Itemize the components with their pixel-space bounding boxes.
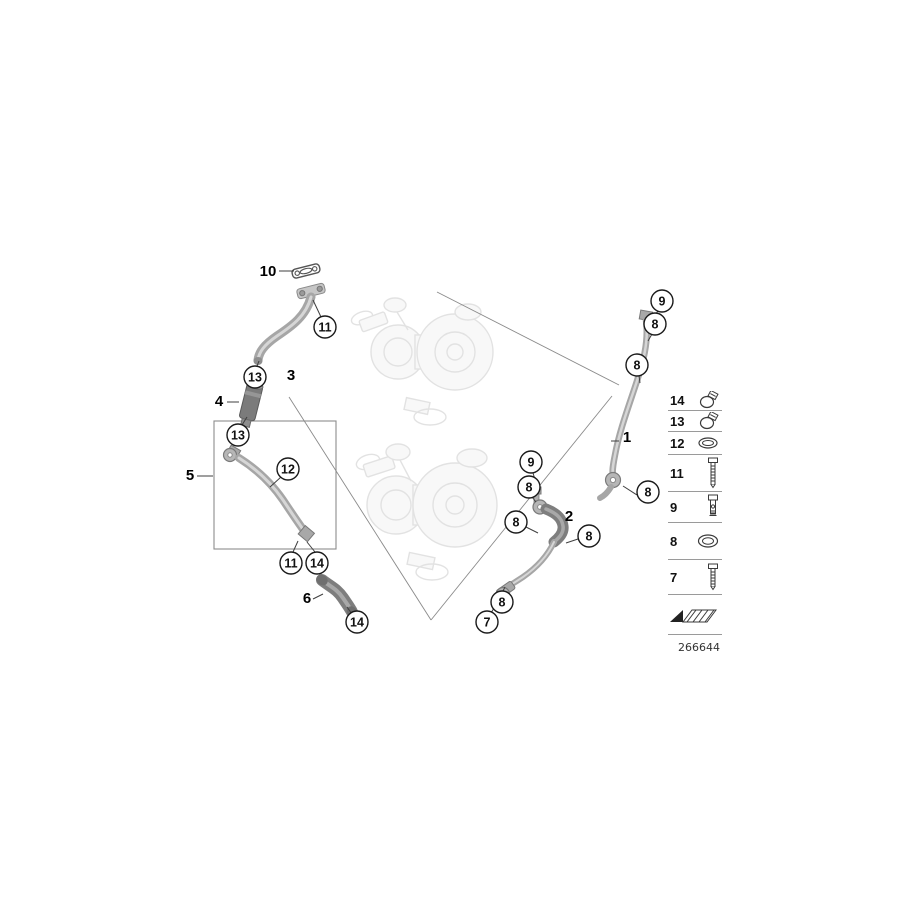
part-5-group-box xyxy=(213,420,337,550)
svg-text:8: 8 xyxy=(513,515,520,529)
callout-8[interactable]: 8 xyxy=(490,590,514,614)
callout-8[interactable]: 8 xyxy=(577,524,601,548)
legend-number: 9 xyxy=(670,499,678,515)
callout-9[interactable]: 9 xyxy=(519,450,543,474)
hex-bolt-icon xyxy=(706,563,720,591)
hose-clamp-icon xyxy=(698,412,720,430)
hollow-screw-icon xyxy=(706,494,720,520)
legend-row-9: 9 xyxy=(668,492,722,523)
legend-row-12: 12 xyxy=(668,432,722,455)
callout-14[interactable]: 14 xyxy=(305,551,329,575)
svg-text:14: 14 xyxy=(310,556,324,570)
callout-13[interactable]: 13 xyxy=(243,365,267,389)
legend-number: 12 xyxy=(670,435,685,451)
sealing-compound-icon xyxy=(668,603,722,635)
svg-text:9: 9 xyxy=(659,294,666,308)
legend-number: 14 xyxy=(670,392,685,408)
part-2-pipe xyxy=(495,486,569,602)
callout-8[interactable]: 8 xyxy=(517,475,541,499)
callout-8[interactable]: 8 xyxy=(625,353,649,377)
part-label-1[interactable]: 1 xyxy=(623,429,631,446)
svg-text:7: 7 xyxy=(484,615,491,629)
svg-text:8: 8 xyxy=(652,317,659,331)
svg-text:8: 8 xyxy=(586,529,593,543)
svg-text:9: 9 xyxy=(528,455,535,469)
svg-text:14: 14 xyxy=(350,615,364,629)
svg-text:13: 13 xyxy=(231,428,245,442)
legend-number: 11 xyxy=(670,465,684,481)
svg-text:8: 8 xyxy=(645,485,652,499)
part-label-4[interactable]: 4 xyxy=(215,393,224,410)
callout-14[interactable]: 14 xyxy=(345,610,369,634)
part-3-pipe xyxy=(253,282,326,365)
legend-row-8: 8 xyxy=(668,523,722,560)
parts-legend: 14 13 12 11 xyxy=(668,390,722,654)
svg-text:11: 11 xyxy=(318,320,331,334)
svg-text:11: 11 xyxy=(284,556,297,570)
legend-row-11: 11 xyxy=(668,455,722,492)
callout-13[interactable]: 13 xyxy=(226,423,250,447)
part-label-10[interactable]: 10 xyxy=(260,263,277,280)
part-label-6[interactable]: 6 xyxy=(303,590,311,607)
callout-7[interactable]: 7 xyxy=(475,610,499,634)
part-1-pipe xyxy=(597,309,654,501)
part-label-3[interactable]: 3 xyxy=(287,367,295,384)
hex-bolt-icon xyxy=(706,457,720,489)
callout-8[interactable]: 8 xyxy=(643,312,667,336)
part-label-2[interactable]: 2 xyxy=(565,508,573,525)
profile-gasket-icon xyxy=(696,436,720,450)
callout-11[interactable]: 11 xyxy=(313,315,337,339)
legend-number: 8 xyxy=(670,533,678,549)
svg-text:13: 13 xyxy=(248,370,262,384)
part-5-pipe xyxy=(222,444,316,543)
hose-clamp-icon xyxy=(698,391,720,409)
legend-row-14: 14 xyxy=(668,390,722,411)
legend-row-13: 13 xyxy=(668,411,722,432)
callout-8[interactable]: 8 xyxy=(636,480,660,504)
callout-9[interactable]: 9 xyxy=(650,289,674,313)
reference-lines xyxy=(288,291,620,621)
seal-ring-icon xyxy=(696,533,720,549)
callout-12[interactable]: 12 xyxy=(276,457,300,481)
legend-number: 13 xyxy=(670,413,685,429)
svg-text:8: 8 xyxy=(634,358,641,372)
part-10-gasket xyxy=(291,263,321,279)
svg-text:12: 12 xyxy=(281,462,295,476)
turbocharger-ghost-lower xyxy=(355,443,498,581)
legend-row-7: 7 xyxy=(668,560,722,595)
callout-8[interactable]: 8 xyxy=(504,510,528,534)
turbocharger-ghost-upper xyxy=(350,297,494,426)
legend-number: 7 xyxy=(670,569,678,585)
svg-text:8: 8 xyxy=(499,595,506,609)
diagram-number: 266644 xyxy=(678,641,720,654)
callout-11[interactable]: 11 xyxy=(279,551,303,575)
svg-text:8: 8 xyxy=(526,480,533,494)
part-label-5[interactable]: 5 xyxy=(186,467,194,484)
